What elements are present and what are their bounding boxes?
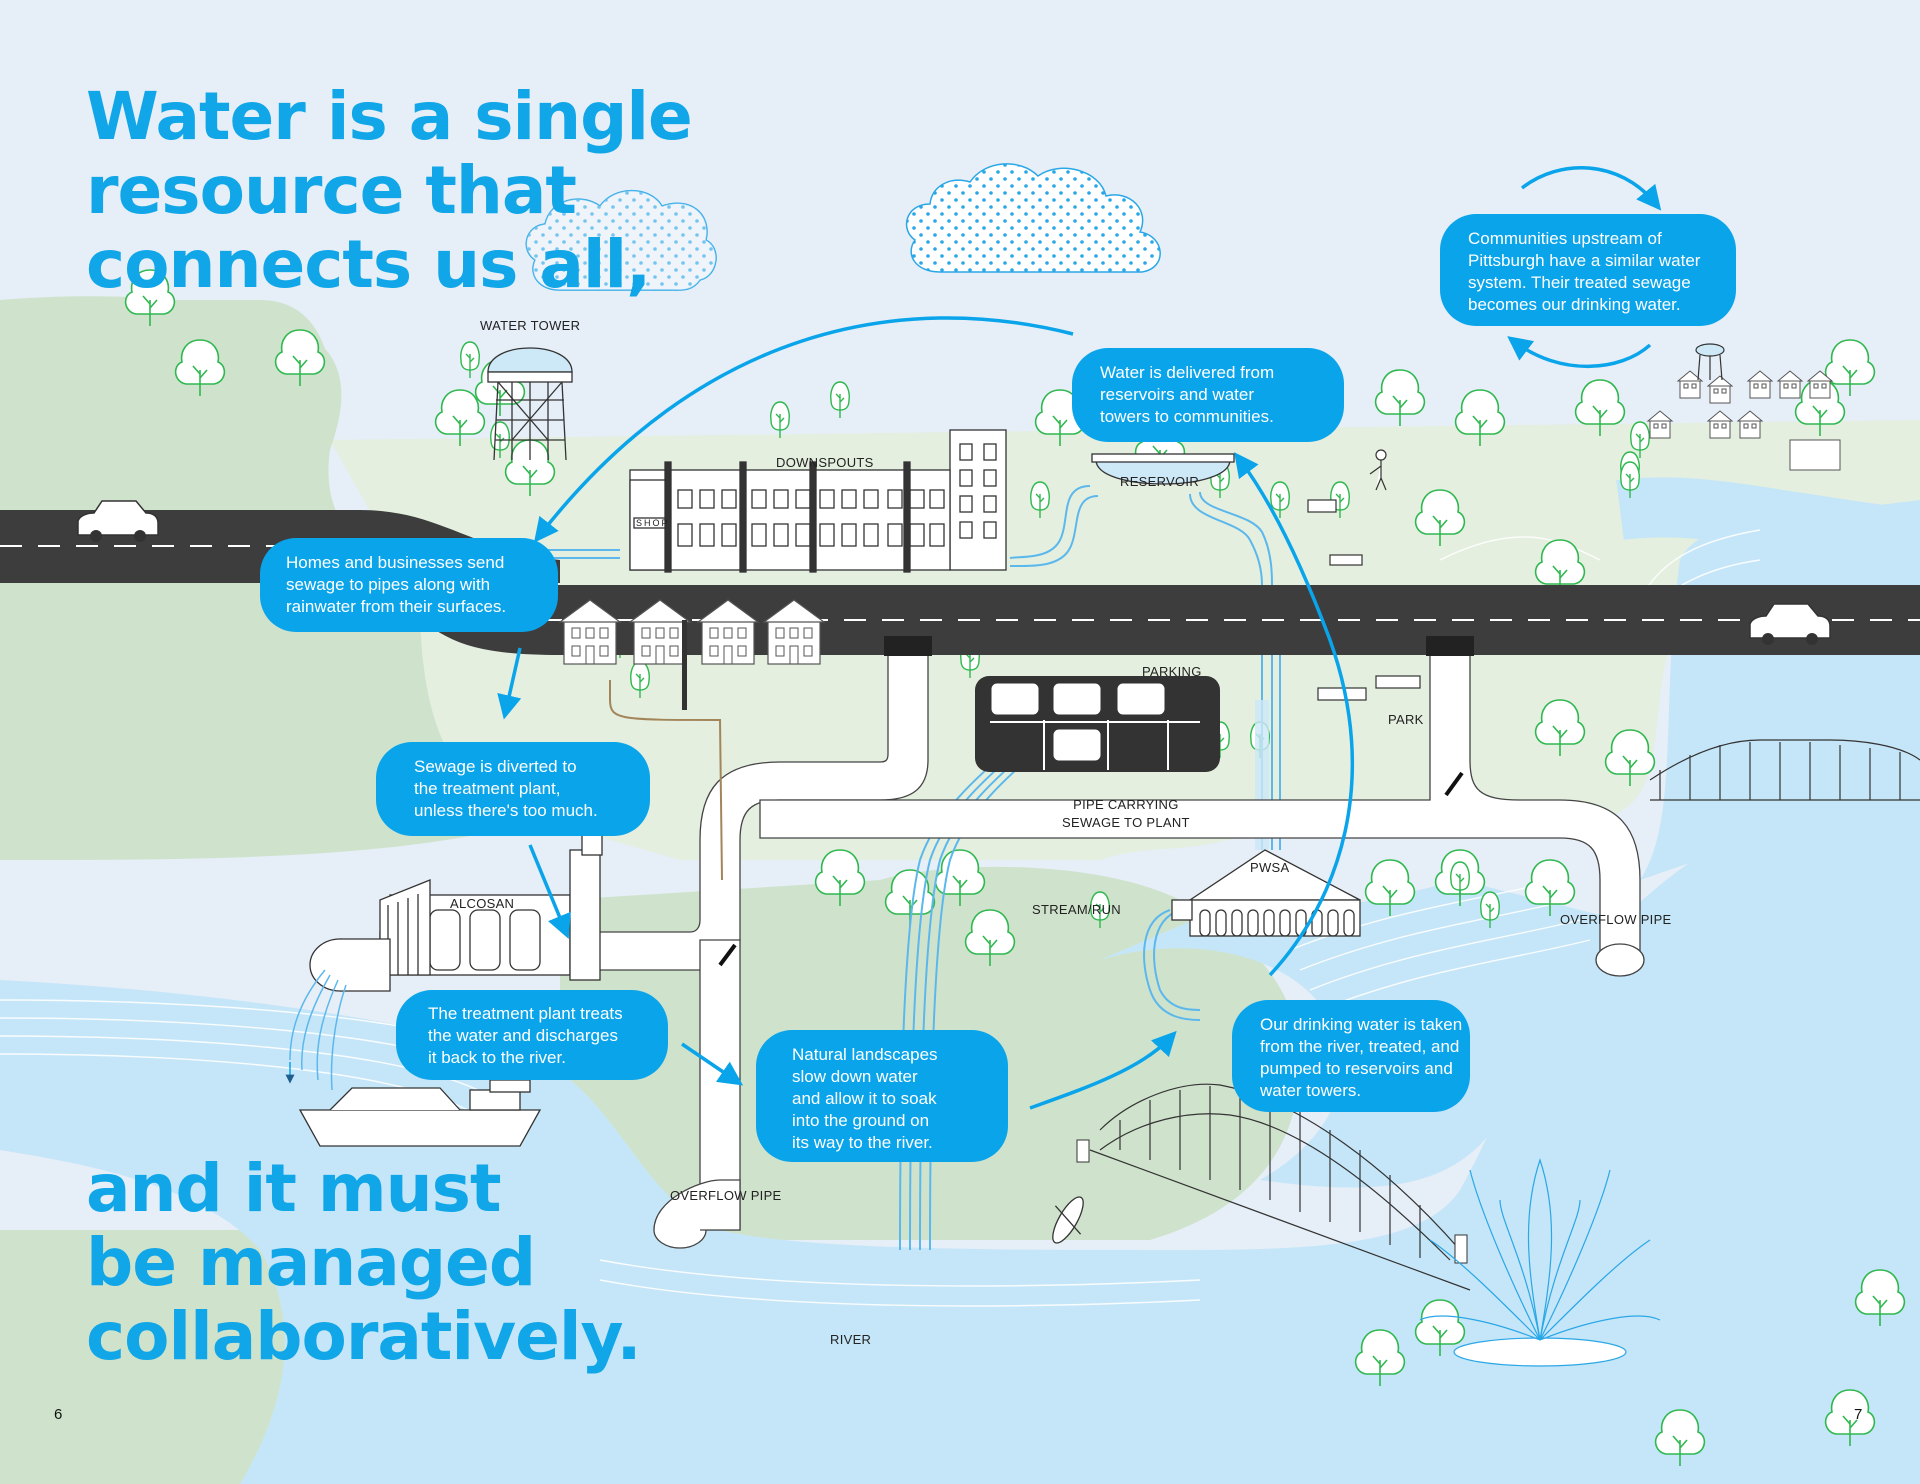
callout-line: slow down water: [792, 1067, 918, 1086]
callout-delivered: Water is delivered from reservoirs and w…: [1072, 348, 1344, 442]
headline-bottom: and it must be managed collaboratively.: [86, 1150, 642, 1375]
label-overflow-pipe-left: OVERFLOW PIPE: [670, 1188, 782, 1203]
callout-line: Our drinking water is taken: [1260, 1015, 1463, 1034]
label-reservoir: RESERVOIR: [1120, 474, 1200, 489]
callout-line: rainwater from their surfaces.: [286, 597, 507, 616]
callout-line: Pittsburgh have a similar water: [1468, 251, 1701, 270]
label-shop: SHOP: [636, 518, 670, 528]
callout-line: sewage to pipes along with: [286, 575, 491, 594]
callout-treatment: The treatment plant treats the water and…: [396, 990, 668, 1080]
label-line: SEWAGE TO PLANT: [1062, 815, 1190, 830]
label-pwsa: PWSA: [1250, 860, 1290, 875]
callout-diverted: Sewage is diverted to the treatment plan…: [376, 742, 650, 836]
headline-bottom-line: be managed: [86, 1224, 536, 1301]
callout-line: becomes our drinking water.: [1468, 295, 1681, 314]
callout-line: Communities upstream of: [1468, 229, 1662, 248]
callout-line: from the river, treated, and: [1260, 1037, 1460, 1056]
headline-bottom-line: and it must: [86, 1150, 501, 1227]
callout-homes: Homes and businesses send sewage to pipe…: [260, 538, 558, 632]
callout-line: Natural landscapes: [792, 1045, 938, 1064]
headline-top-line: resource that: [86, 152, 577, 229]
callout-drinking: Our drinking water is taken from the riv…: [1232, 1000, 1470, 1112]
callout-upstream: Communities upstream of Pittsburgh have …: [1440, 214, 1736, 326]
callout-line: its way to the river.: [792, 1133, 933, 1152]
callout-line: the water and discharges: [428, 1026, 618, 1045]
label-river: RIVER: [830, 1332, 872, 1347]
callout-line: and allow it to soak: [792, 1089, 937, 1108]
label-pipe-carrying: PIPE CARRYING SEWAGE TO PLANT: [1062, 796, 1190, 832]
callout-line: unless there's too much.: [414, 801, 598, 820]
label-alcosan: ALCOSAN: [450, 896, 515, 911]
callout-line: the treatment plant,: [414, 779, 561, 798]
label-line: PIPE CARRYING: [1073, 797, 1179, 812]
callout-line: into the ground on: [792, 1111, 930, 1130]
callout-natural: Natural landscapes slow down water and a…: [756, 1030, 1008, 1162]
headline-top-line: connects us all,: [86, 226, 651, 303]
label-park: PARK: [1388, 712, 1424, 727]
label-parking: PARKING: [1142, 664, 1202, 679]
callout-line: system. Their treated sewage: [1468, 273, 1691, 292]
headline-bottom-line: collaboratively.: [86, 1298, 642, 1375]
callout-line: it back to the river.: [428, 1048, 566, 1067]
headline-top-line: Water is a single: [86, 78, 693, 155]
callout-line: Sewage is diverted to: [414, 757, 577, 776]
headline-top: Water is a single resource that connects…: [86, 78, 693, 303]
label-overflow-pipe-right: OVERFLOW PIPE: [1560, 912, 1672, 927]
callout-line: Homes and businesses send: [286, 553, 505, 572]
callout-line: reservoirs and water: [1100, 385, 1255, 404]
callout-line: The treatment plant treats: [428, 1004, 623, 1023]
label-water-tower: WATER TOWER: [480, 318, 581, 333]
callout-line: water towers.: [1260, 1081, 1362, 1100]
label-stream-run: STREAM/RUN: [1032, 902, 1121, 917]
callout-line: Water is delivered from: [1100, 363, 1275, 382]
callout-line: pumped to reservoirs and: [1260, 1059, 1453, 1078]
callout-line: towers to communities.: [1100, 407, 1274, 426]
page-number-right: 7: [1854, 1406, 1863, 1423]
page-number-left: 6: [54, 1406, 63, 1423]
label-downspouts: DOWNSPOUTS: [776, 455, 874, 470]
